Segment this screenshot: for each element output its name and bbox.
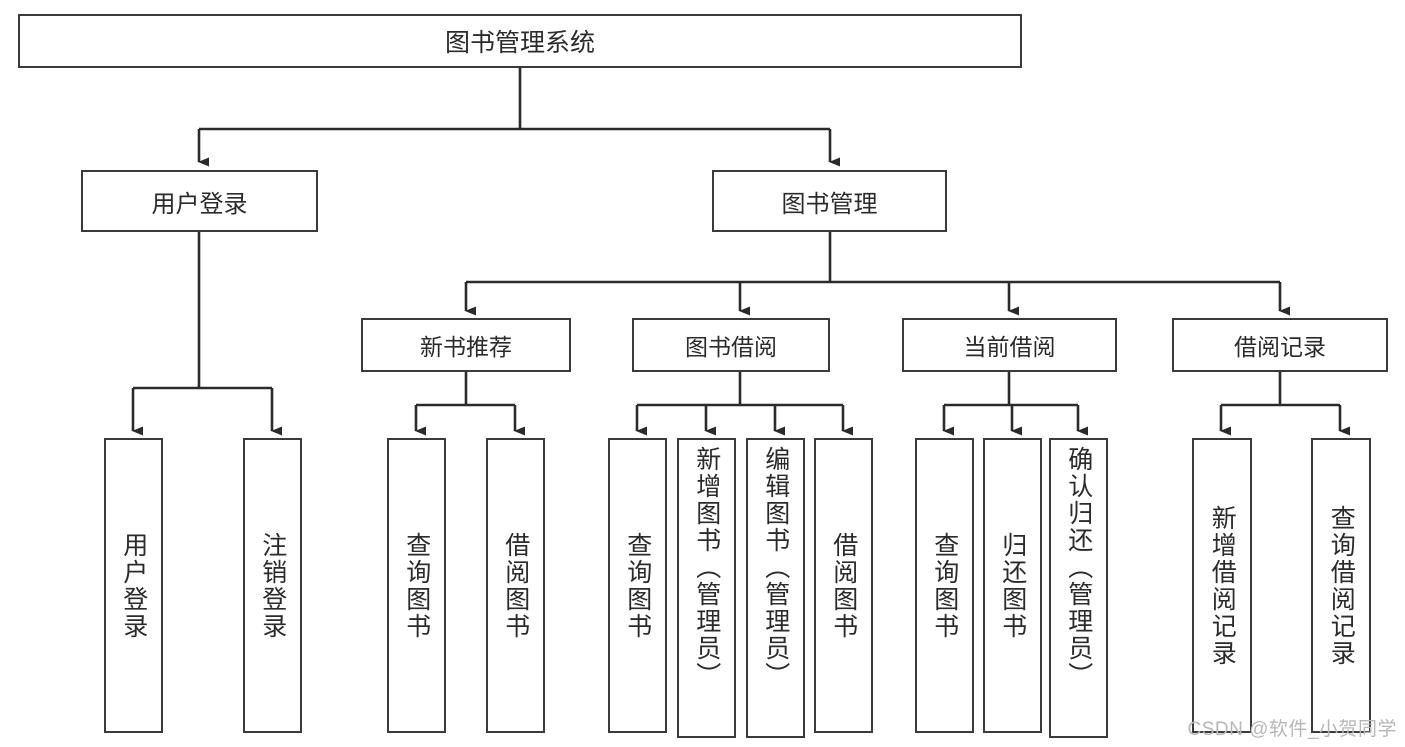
leaf-book-borrow-add[interactable]: 新增图书（管理员）: [677, 438, 736, 738]
leaf-new-book-borrow-label: 借阅图书: [501, 531, 530, 640]
node-book-management[interactable]: 图书管理: [712, 170, 947, 232]
node-root-system[interactable]: 图书管理系统: [18, 14, 1022, 68]
leaf-new-book-query-label: 查询图书: [402, 531, 431, 640]
node-user-login-label: 用户登录: [151, 190, 248, 218]
leaf-user-login-signout-label: 注销登录: [258, 531, 287, 640]
leaf-current-borrow-confirm-return[interactable]: 确认归还（管理员）: [1049, 438, 1108, 738]
leaf-new-book-query[interactable]: 查询图书: [387, 438, 446, 733]
leaf-borrow-record-query[interactable]: 查询借阅记录: [1311, 438, 1371, 733]
leaf-book-borrow-add-label: 新增图书（管理员）: [692, 446, 721, 689]
leaf-book-borrow-edit[interactable]: 编辑图书（管理员）: [746, 438, 805, 738]
leaf-current-borrow-confirm-return-label: 确认归还（管理员）: [1064, 446, 1093, 689]
node-user-login[interactable]: 用户登录: [81, 170, 318, 232]
node-current-borrow[interactable]: 当前借阅: [902, 318, 1117, 372]
leaf-book-borrow-query[interactable]: 查询图书: [608, 438, 667, 733]
leaf-book-borrow-borrow[interactable]: 借阅图书: [814, 438, 873, 733]
leaf-current-borrow-return[interactable]: 归还图书: [983, 438, 1042, 733]
leaf-current-borrow-query[interactable]: 查询图书: [915, 438, 974, 733]
leaf-user-login-signin[interactable]: 用户登录: [104, 438, 163, 733]
leaf-current-borrow-query-label: 查询图书: [930, 531, 959, 640]
node-new-book-recommend-label: 新书推荐: [420, 334, 512, 360]
node-book-borrow-label: 图书借阅: [685, 334, 777, 360]
node-root-label: 图书管理系统: [444, 29, 595, 57]
leaf-new-book-borrow[interactable]: 借阅图书: [486, 438, 545, 733]
leaf-borrow-record-add[interactable]: 新增借阅记录: [1192, 438, 1252, 733]
node-borrow-record[interactable]: 借阅记录: [1172, 318, 1388, 372]
leaf-book-borrow-edit-label: 编辑图书（管理员）: [761, 446, 790, 689]
node-borrow-record-label: 借阅记录: [1234, 334, 1326, 360]
node-book-management-label: 图书管理: [781, 190, 878, 218]
node-current-borrow-label: 当前借阅: [963, 334, 1056, 360]
leaf-borrow-record-add-label: 新增借阅记录: [1208, 504, 1237, 667]
node-new-book-recommend[interactable]: 新书推荐: [361, 318, 571, 372]
watermark-text: CSDN @软件_小贺同学: [1187, 719, 1397, 740]
leaf-current-borrow-return-label: 归还图书: [998, 531, 1027, 640]
node-book-borrow[interactable]: 图书借阅: [632, 318, 830, 372]
leaf-borrow-record-query-label: 查询借阅记录: [1327, 504, 1356, 667]
leaf-book-borrow-borrow-label: 借阅图书: [829, 531, 858, 640]
leaf-user-login-signin-label: 用户登录: [119, 531, 148, 640]
leaf-user-login-signout[interactable]: 注销登录: [243, 438, 302, 733]
leaf-book-borrow-query-label: 查询图书: [623, 531, 652, 640]
